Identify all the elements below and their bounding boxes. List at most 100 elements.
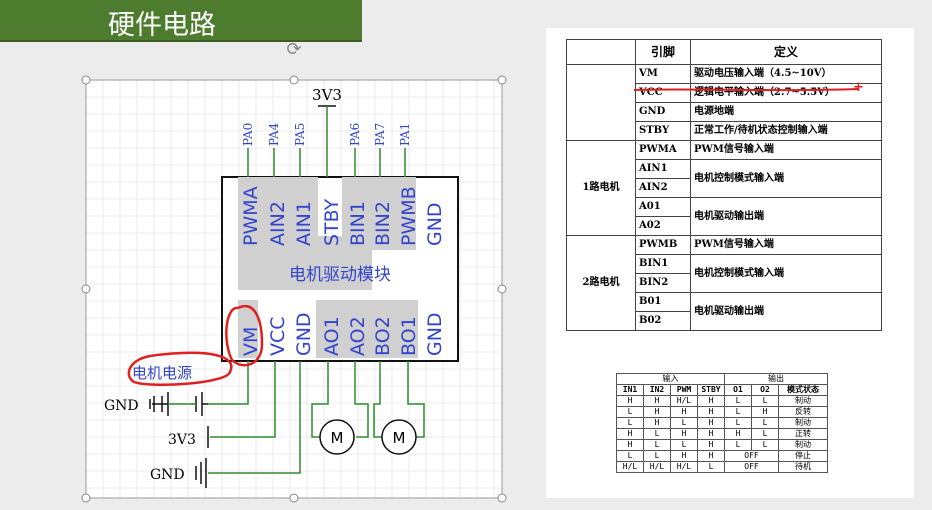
spec-definition: 电机驱动输出端 [690, 292, 882, 331]
ao2-wire [354, 361, 369, 438]
spec-group [566, 64, 636, 141]
gnd-wire [208, 361, 301, 474]
resize-handle[interactable] [289, 75, 299, 85]
resize-handle[interactable] [81, 75, 91, 85]
spec-definition: 电源地端 [690, 102, 882, 122]
motor-power-label: 电机电源 [132, 364, 192, 382]
truth-cell: H [751, 406, 779, 418]
truth-column-header: STBY [697, 384, 725, 396]
spec-header-pin: 引脚 [635, 39, 691, 65]
chip-top-pin-label: AIN1 [293, 201, 315, 246]
truth-column-header: IN2 [643, 384, 671, 396]
chip-top-pin-label: STBY [321, 198, 343, 246]
truth-column-header: PWM [670, 384, 698, 396]
spec-definition: 电机驱动输出端 [690, 197, 882, 236]
spec-pin: A02 [635, 216, 691, 236]
spec-pin: VM [635, 64, 691, 84]
truth-cell: H [697, 406, 725, 418]
chip-top-pin-label: PWMB [398, 186, 420, 246]
slide-title-bar: 硬件电路 [0, 0, 362, 42]
chip-top-pin-label: PWMA [240, 186, 262, 246]
ao1-wire [311, 361, 329, 438]
chip-top-pin-label: AIN2 [267, 201, 289, 246]
vm-wire [208, 361, 249, 405]
truth-cell: H/L [670, 395, 698, 407]
truth-cell: 制动 [778, 395, 828, 407]
truth-column-header: IN1 [616, 384, 644, 396]
truth-cell: L [724, 395, 752, 407]
truth-cell: L [643, 439, 671, 451]
truth-cell: L [751, 395, 779, 407]
truth-cell: H [670, 406, 698, 418]
resize-handle[interactable] [81, 284, 91, 294]
truth-cell: H [616, 428, 644, 440]
truth-cell: L [751, 428, 779, 440]
chip-shade-top [238, 177, 416, 290]
truth-cell: L [616, 417, 644, 429]
truth-cell: H [697, 395, 725, 407]
resize-handle[interactable] [497, 284, 507, 294]
truth-cell: 待机 [778, 461, 828, 473]
chip-top-pin-label: BIN2 [372, 201, 394, 246]
truth-cell: OFF [724, 461, 779, 473]
spec-definition: 电机控制模式输入端 [690, 254, 882, 293]
slide-title: 硬件电路 [108, 10, 216, 41]
truth-cell: L [643, 428, 671, 440]
truth-cell: L [724, 406, 752, 418]
spec-pin: AIN1 [635, 159, 691, 179]
truth-cell: L [616, 406, 644, 418]
truth-column-header: 模式状态 [778, 384, 828, 396]
motor-b-icon [381, 419, 417, 455]
spec-header-def: 定义 [690, 39, 882, 65]
selection-handles[interactable] [81, 75, 507, 503]
vcc-label: 3V3 [168, 432, 196, 448]
chip-bottom-pin-label: BO2 [372, 316, 394, 356]
truth-cell: 正转 [778, 428, 828, 440]
motor-b-label: M [393, 429, 406, 447]
spec-definition: PWM信号输入端 [690, 235, 882, 255]
truth-cell: L [670, 417, 698, 429]
red-plus-annotation: + [853, 80, 864, 95]
resize-handle[interactable] [497, 493, 507, 503]
truth-cell: H/L [616, 461, 644, 473]
truth-cell: L [724, 439, 752, 451]
truth-cell: H [643, 395, 671, 407]
truth-cell: H [697, 417, 725, 429]
truth-cell: H/L [643, 461, 671, 473]
truth-cell: L [724, 417, 752, 429]
spec-pin: PWMA [635, 140, 691, 160]
chip-bottom-pin-label: AO2 [347, 316, 369, 356]
chip-name: 电机驱动模块 [289, 265, 391, 285]
spec-pin: AIN2 [635, 178, 691, 198]
top-pin-label: PA7 [373, 123, 387, 146]
supply-top-label: 3V3 [312, 86, 342, 104]
truth-cell: H/L [670, 461, 698, 473]
motor-a-label: M [331, 429, 344, 447]
resize-handle[interactable] [497, 75, 507, 85]
truth-cell: H [697, 450, 725, 462]
truth-cell: H [670, 450, 698, 462]
spec-group: 1路电机 [566, 140, 636, 236]
resize-handle[interactable] [289, 493, 299, 503]
truth-cell: H [643, 406, 671, 418]
truth-cell: H [697, 439, 725, 451]
top-pin-label: PA6 [348, 123, 362, 146]
spec-pin: BIN1 [635, 254, 691, 274]
chip-bottom-pin-label: VCC [267, 316, 289, 356]
rotate-handle-icon[interactable]: ⟳ [286, 39, 302, 60]
spec-group: 2路电机 [566, 235, 636, 331]
resize-handle[interactable] [81, 493, 91, 503]
